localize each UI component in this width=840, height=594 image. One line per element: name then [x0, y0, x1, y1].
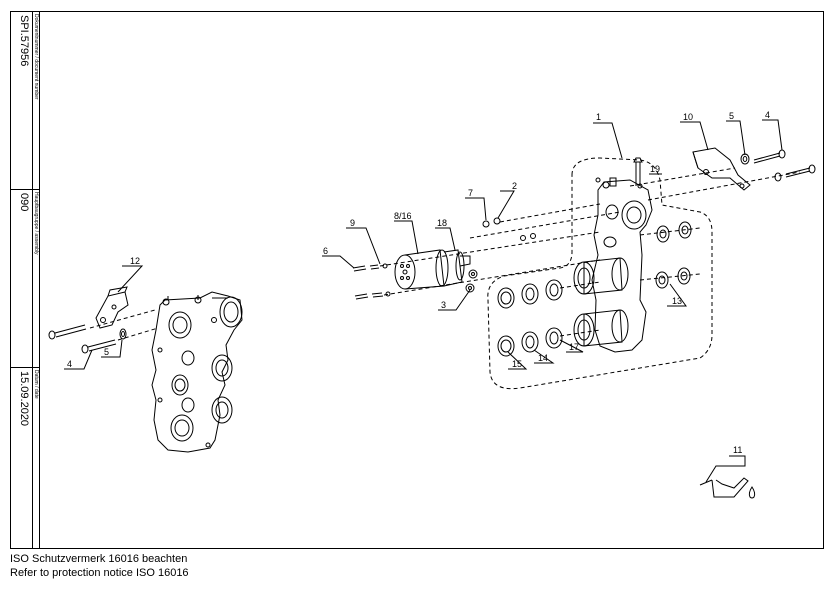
group-outline — [487, 157, 713, 390]
grease-nipple — [609, 157, 643, 187]
callout-6: 6 — [323, 246, 328, 256]
bolts-left — [48, 309, 159, 354]
callout-15: 15 — [512, 359, 522, 369]
callout-12: 12 — [130, 256, 140, 266]
callout-4-left: 4 — [67, 359, 72, 369]
callout-7: 7 — [468, 188, 473, 198]
callout-5-right: 5 — [729, 111, 734, 121]
callout-11: 11 — [733, 445, 742, 455]
assembly-axes — [379, 167, 801, 337]
bolts-right — [740, 149, 816, 182]
callout-8-16: 8/16 — [394, 211, 412, 221]
bearings-left-row — [497, 279, 563, 357]
protection-notice-de: ISO Schutzvermerk 16016 beachten — [10, 553, 188, 565]
callout-2: 2 — [512, 181, 517, 191]
drawing-frame — [10, 11, 824, 549]
title-strip: Dokumentnummer / document number SPI.579… — [10, 11, 40, 549]
assembled-gearbox — [151, 291, 243, 453]
bracket-left — [95, 286, 129, 329]
callout-4-right: 4 — [765, 110, 770, 120]
callout-10: 10 — [683, 112, 693, 122]
callout-5-left: 5 — [104, 347, 109, 357]
callout-14: 14 — [538, 353, 548, 363]
bearings-right — [655, 221, 692, 289]
oil-symbol — [699, 477, 756, 499]
callout-9: 9 — [350, 218, 355, 228]
callout-19: 19 — [650, 164, 660, 174]
housing-right — [573, 177, 653, 353]
callout-17: 17 — [569, 342, 579, 352]
leader-lines — [64, 119, 783, 483]
callout-3: 3 — [441, 300, 446, 310]
callout-18: 18 — [437, 218, 447, 228]
motor — [394, 249, 471, 290]
callout-1: 1 — [596, 112, 601, 122]
bracket-right — [692, 147, 751, 191]
protection-notice-en: Refer to protection notice ISO 16016 — [10, 567, 189, 579]
fasteners — [352, 217, 536, 300]
callouts: 1 10 5 4 19 7 2 9 8/16 18 6 3 13 17 14 1… — [67, 110, 770, 455]
callout-13: 13 — [672, 296, 682, 306]
